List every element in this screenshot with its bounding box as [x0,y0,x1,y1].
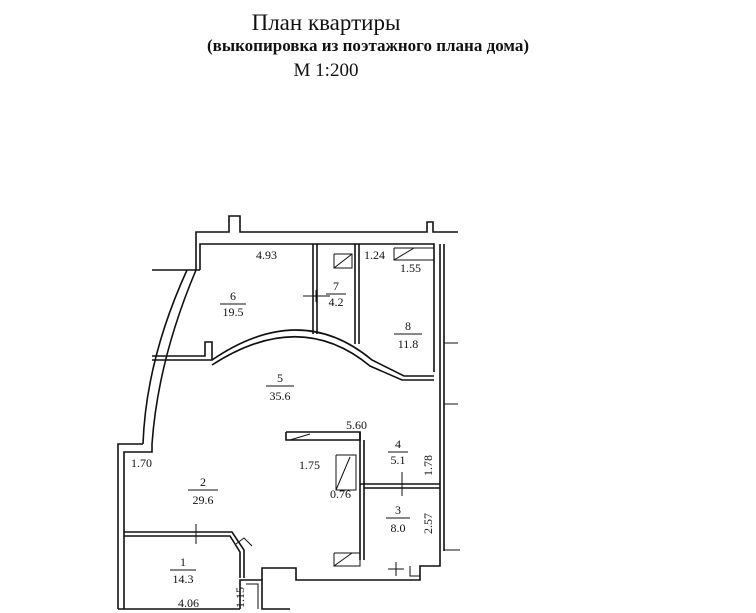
room-area: 5.1 [391,453,406,467]
dimension-label: 1.15 [233,587,247,608]
room-area: 11.8 [398,337,419,351]
room-area: 19.5 [223,305,244,319]
outer-walls [117,215,460,610]
room-number: 6 [230,289,236,303]
dimension-label: 1.70 [131,456,152,470]
dimension-label: 1.78 [421,455,435,476]
room-labels: 6 19.5 7 4.2 8 11.8 5 35.6 4 5.1 2 29.6 … [170,279,422,586]
room-number: 2 [200,475,206,489]
room-number: 3 [395,503,401,517]
room-area: 29.6 [193,493,214,507]
room-number: 4 [395,437,401,451]
plan-title: План квартиры [251,10,401,35]
room-number: 8 [405,319,411,333]
internal-walls [124,244,440,609]
room-number: 5 [277,371,283,385]
dimension-label: 1.55 [400,261,421,275]
room-area: 14.3 [173,572,194,586]
dimension-label: 0.76 [330,487,351,501]
room-area: 8.0 [391,521,406,535]
dimension-label: 1.24 [364,248,385,262]
plan-subtitle: (выкопировка из поэтажного плана дома) [206,36,529,55]
room-number: 7 [333,279,339,293]
dimension-label: 2.57 [421,513,435,534]
dimension-label: 1.75 [299,458,320,472]
dimension-labels: 4.93 1.24 1.55 5.60 1.70 1.75 0.76 4.06 … [131,248,435,610]
room-area: 35.6 [270,389,291,403]
plan-scale: М 1:200 [293,60,359,81]
dimension-label: 4.93 [256,248,277,262]
room-number: 1 [180,555,186,569]
room-area: 4.2 [329,295,344,309]
dimension-label: 4.06 [178,596,199,610]
dimension-label: 5.60 [346,418,367,432]
